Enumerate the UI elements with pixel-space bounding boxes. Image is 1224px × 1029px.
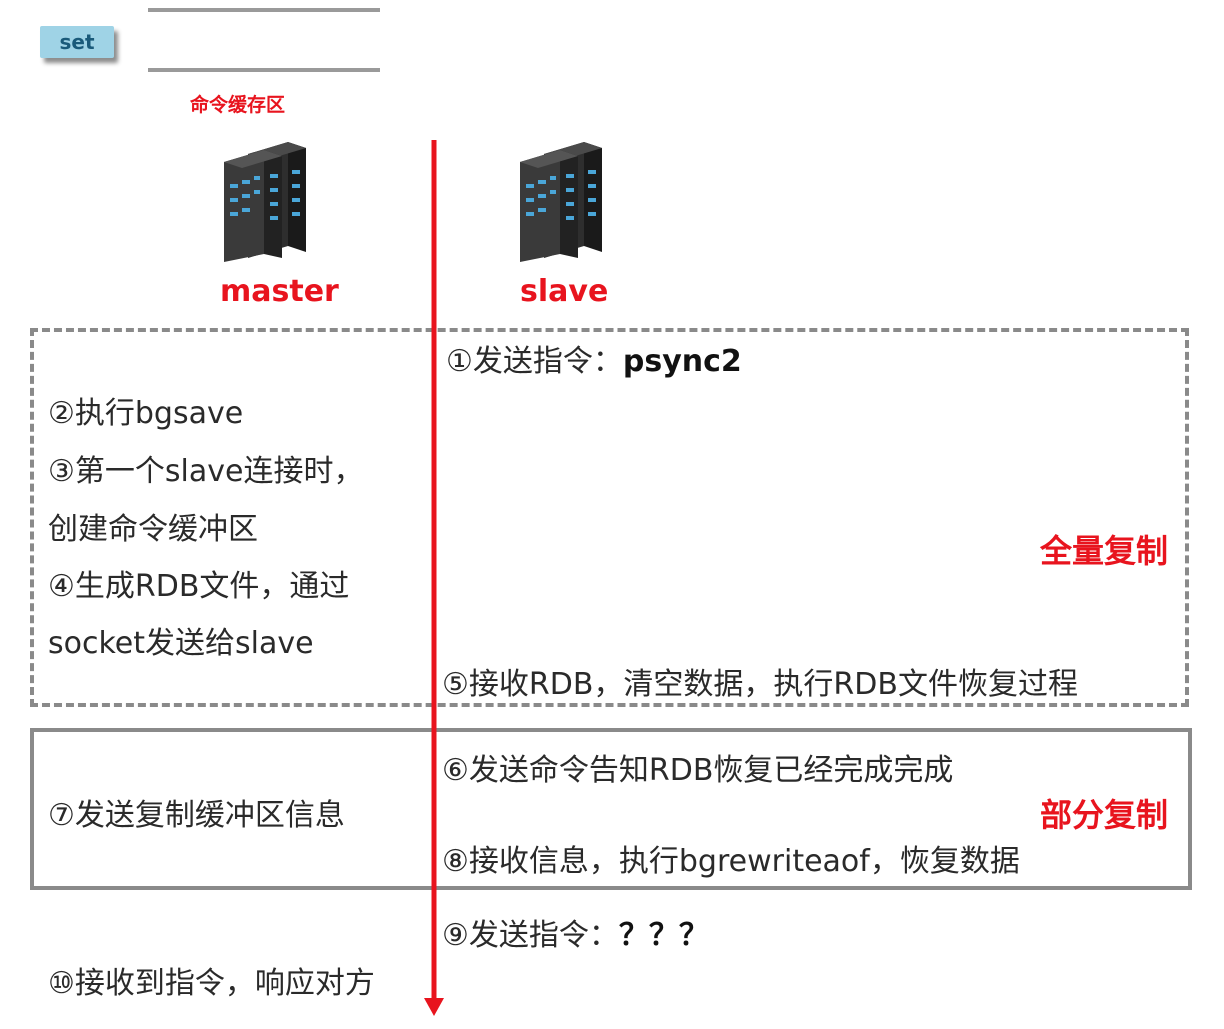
partial-sync-label: 部分复制 xyxy=(1040,796,1169,834)
step3-line2: 创建命令缓冲区 xyxy=(48,512,258,547)
timeline-arrow xyxy=(424,140,444,1016)
master-server-icon xyxy=(224,142,306,262)
buffer-top-line xyxy=(148,8,380,12)
step4-line2: socket发送给slave xyxy=(48,626,314,661)
buffer-label: 命令缓存区 xyxy=(190,94,286,116)
partial-sync-frame xyxy=(30,728,1192,890)
slave-label: slave xyxy=(520,274,609,309)
arrow-head-icon xyxy=(424,998,444,1016)
step6: ⑥发送命令告知RDB恢复已经完成完成 xyxy=(442,753,954,788)
step5: ⑤接收RDB，清空数据，执行RDB文件恢复过程 xyxy=(442,667,1078,702)
slave-server-icon xyxy=(520,142,602,262)
step3-line1: ③第一个slave连接时， xyxy=(48,454,364,489)
full-sync-label: 全量复制 xyxy=(1040,532,1169,570)
step2: ②执行bgsave xyxy=(48,396,244,431)
server-rack-icon xyxy=(520,142,602,262)
step1: ①发送指令：psync2 xyxy=(446,344,742,379)
step1-mask xyxy=(442,334,782,380)
buffer-bottom-line xyxy=(148,68,380,72)
step10: ⑩接收到指令，响应对方 xyxy=(48,966,375,1001)
master-label: master xyxy=(220,274,339,309)
step8: ⑧接收信息，执行bgrewriteaof，恢复数据 xyxy=(442,844,1020,879)
server-rack-icon xyxy=(224,142,306,262)
step9: ⑨发送指令：？？？ xyxy=(442,918,709,953)
step7: ⑦发送复制缓冲区信息 xyxy=(48,798,345,833)
step4-line1: ④生成RDB文件，通过 xyxy=(48,569,350,604)
set-button[interactable]: set xyxy=(40,26,114,58)
full-sync-frame xyxy=(30,328,1189,707)
